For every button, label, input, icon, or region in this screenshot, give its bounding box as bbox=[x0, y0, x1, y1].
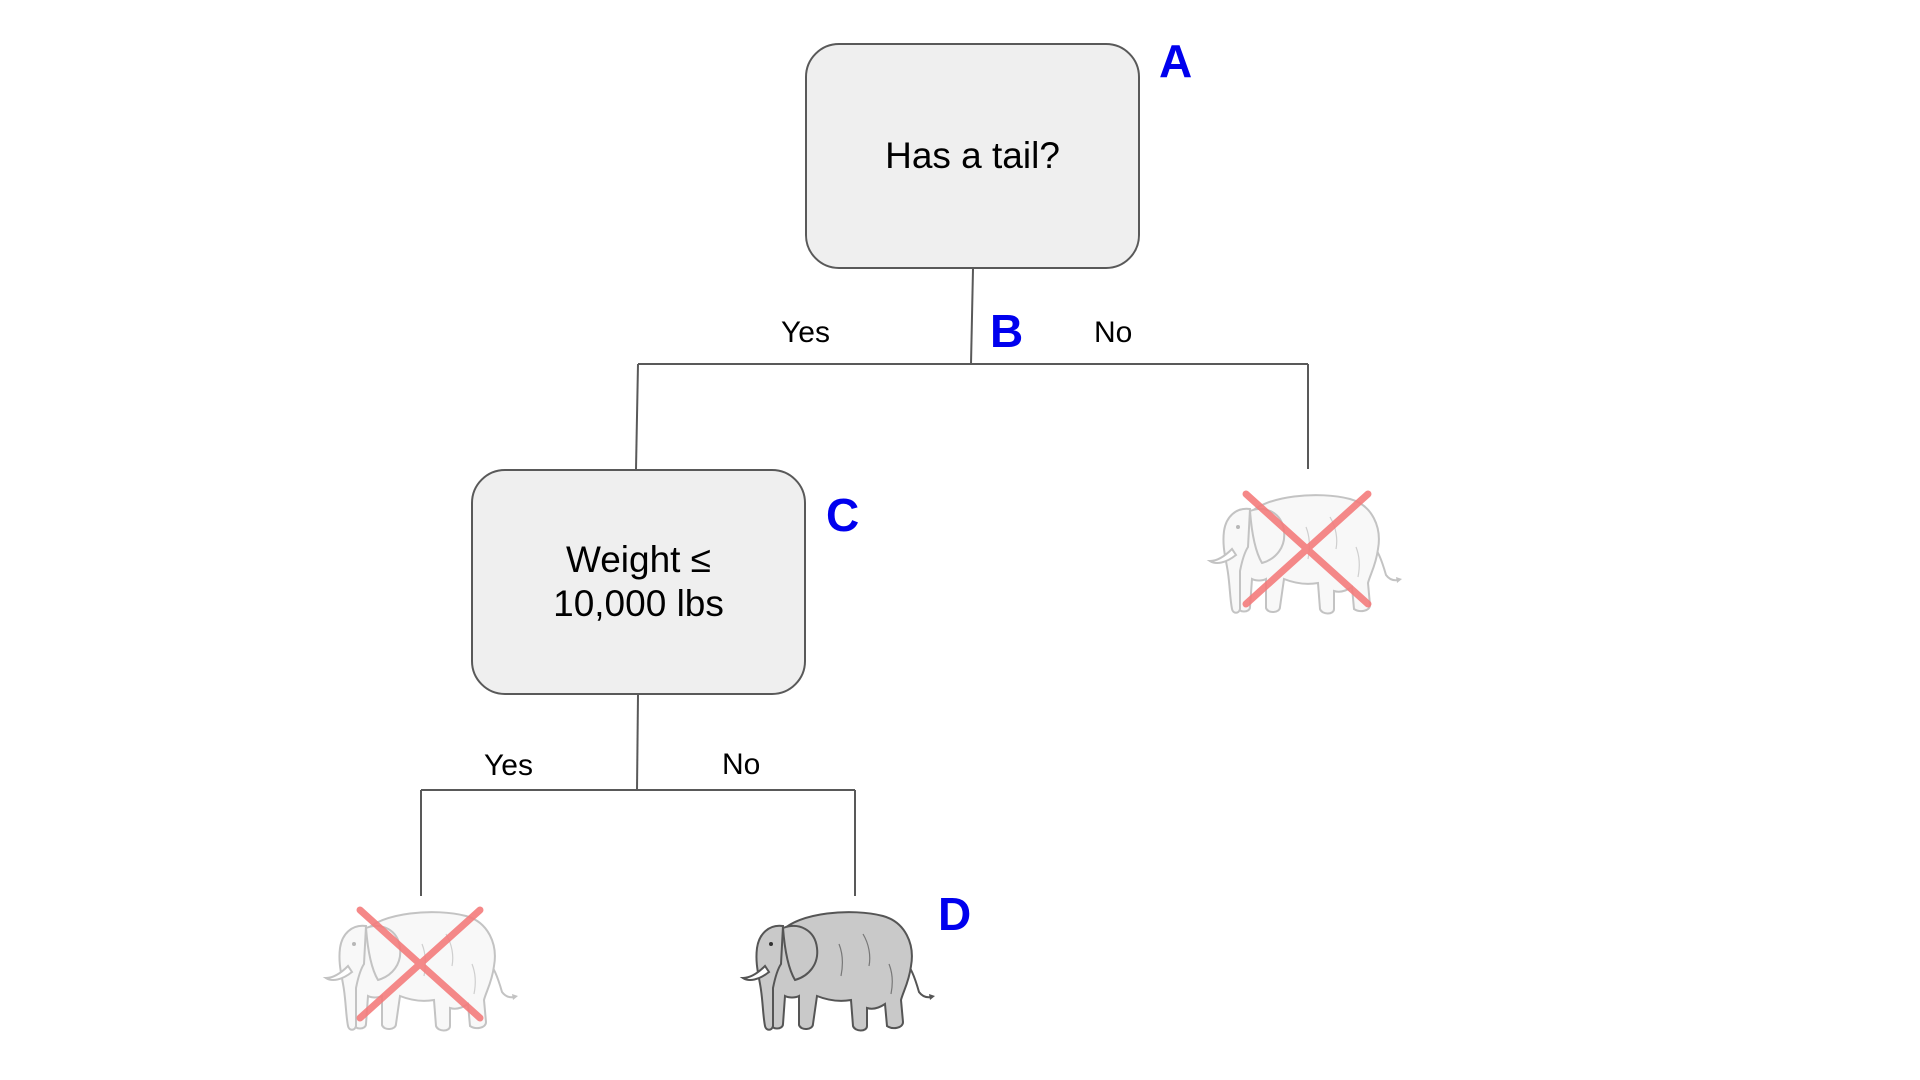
cross-icon bbox=[1242, 490, 1372, 608]
edges bbox=[420, 268, 1309, 896]
marker-c: C bbox=[826, 489, 860, 541]
leaf-heavy bbox=[742, 911, 936, 1032]
marker-b: B bbox=[990, 305, 1024, 357]
cross-icon bbox=[356, 906, 484, 1022]
root-no-label: No bbox=[1094, 316, 1133, 349]
marker-d: D bbox=[938, 888, 972, 940]
weight-node: Weight ≤ 10,000 lbs bbox=[471, 469, 806, 695]
weight-node-line1: Weight ≤ bbox=[565, 538, 712, 580]
elephant-icon bbox=[742, 911, 936, 1032]
elephant-icon bbox=[325, 911, 519, 1032]
weight-yes-label: Yes bbox=[484, 749, 533, 782]
leaf-light bbox=[325, 906, 519, 1032]
weight-node-line2: 10,000 lbs bbox=[553, 583, 724, 624]
root-yes-label: Yes bbox=[781, 316, 830, 349]
weight-no-label: No bbox=[722, 748, 761, 781]
root-node-text: Has a tail? bbox=[885, 134, 1060, 176]
root-node: Has a tail? bbox=[805, 43, 1140, 269]
leaf-no-tail bbox=[1209, 490, 1403, 615]
marker-a: A bbox=[1159, 35, 1193, 87]
